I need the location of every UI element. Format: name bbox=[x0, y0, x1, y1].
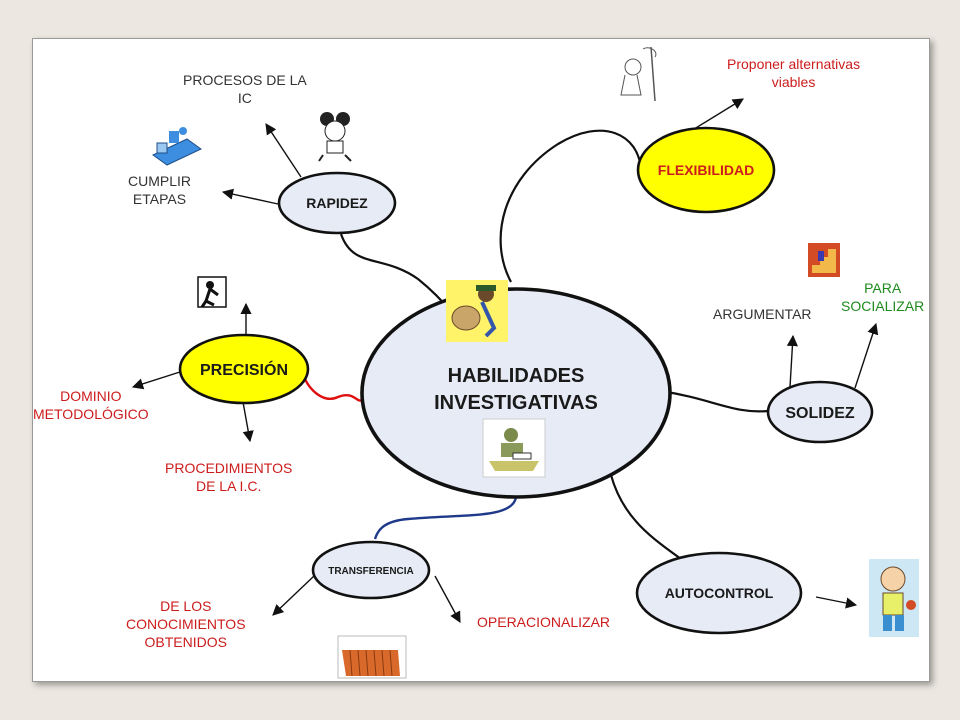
arrow-conocimientos bbox=[272, 575, 315, 616]
diagram-canvas: HABILIDADES INVESTIGATIVAS RAPIDEZ FLEXI… bbox=[32, 38, 930, 682]
climbing-figure-icon bbox=[197, 276, 227, 308]
node-autocontrol bbox=[635, 551, 803, 635]
arrow-procedimientos bbox=[242, 401, 254, 443]
node-precision bbox=[178, 333, 310, 405]
arrow-argumentar bbox=[786, 334, 798, 388]
node-autocontrol-label: AUTOCONTROL bbox=[665, 585, 774, 601]
dominoes-icon bbox=[337, 635, 407, 679]
connector-flexibilidad bbox=[499, 129, 643, 283]
leaf-procedimientos: PROCEDIMIENTOS DE LA I.C. bbox=[165, 460, 293, 494]
node-transferencia-label: TRANSFERENCIA bbox=[328, 566, 414, 577]
arrow-autocontrol bbox=[815, 596, 858, 609]
leaf-argumentar: ARGUMENTAR bbox=[713, 306, 812, 322]
node-rapidez-label: RAPIDEZ bbox=[306, 195, 368, 211]
arrow-procesos bbox=[265, 123, 302, 178]
node-transferencia bbox=[311, 540, 431, 600]
node-flexibilidad bbox=[636, 126, 776, 214]
connector-autocontrol bbox=[609, 474, 689, 565]
leaf-procesos-ic: PROCESOS DE LA IC bbox=[183, 72, 307, 106]
mind-map: HABILIDADES INVESTIGATIVAS RAPIDEZ FLEXI… bbox=[131, 46, 919, 679]
cartoon-sketch-icon bbox=[620, 46, 657, 102]
arrow-socializar bbox=[854, 322, 879, 389]
node-flexibilidad-label: FLEXIBILIDAD bbox=[658, 162, 754, 178]
arrow-cumplir bbox=[221, 188, 279, 205]
center-line2: INVESTIGATIVAS bbox=[434, 392, 598, 414]
computer-user-icon bbox=[152, 127, 202, 166]
arrow-dominio bbox=[131, 370, 184, 390]
leaf-para-socializar: PARA SOCIALIZAR bbox=[841, 280, 925, 314]
leaf-operacionalizar: OPERACIONALIZAR bbox=[477, 614, 611, 630]
mouse-character-icon bbox=[318, 112, 352, 162]
connector-transferencia bbox=[373, 496, 518, 540]
stairs-figure-icon bbox=[808, 243, 840, 277]
leaf-cumplir-etapas: CUMPLIR ETAPAS bbox=[128, 173, 192, 207]
connector-solidez bbox=[660, 389, 769, 413]
arrow-operacionalizar bbox=[434, 575, 461, 623]
connector-rapidez bbox=[339, 233, 454, 315]
leaf-conocimientos: DE LOS CONOCIMIENTOS OBTENIDOS bbox=[126, 598, 246, 650]
node-rapidez bbox=[277, 171, 397, 235]
leaf-proponer: Proponer alternativas viables bbox=[727, 56, 861, 90]
node-solidez-label: SOLIDEZ bbox=[785, 405, 855, 422]
node-center bbox=[360, 287, 672, 499]
node-precision-label: PRECISIÓN bbox=[200, 360, 288, 379]
kid-character-icon bbox=[869, 559, 919, 637]
center-line1: HABILIDADES bbox=[448, 365, 585, 387]
detective-icon bbox=[446, 280, 508, 342]
node-solidez bbox=[766, 380, 874, 444]
reading-detective-icon bbox=[482, 418, 546, 478]
connector-precision bbox=[301, 373, 367, 402]
leaf-dominio: DOMINIO METODOLÓGICO bbox=[33, 388, 149, 422]
